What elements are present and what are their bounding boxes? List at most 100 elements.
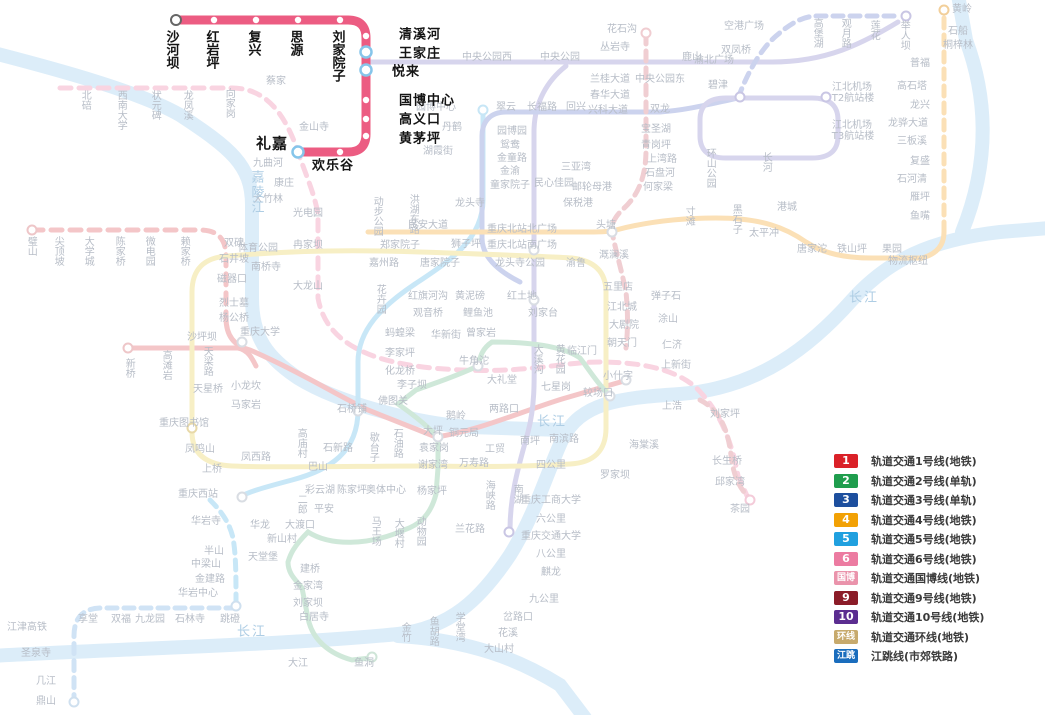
legend-badge: 10 xyxy=(834,610,858,624)
faded-interchange-marker xyxy=(26,224,38,236)
faded-station-label: 尖顶坡 xyxy=(52,236,64,266)
faded-interchange-marker xyxy=(820,91,832,103)
faded-interchange-markers xyxy=(26,4,950,708)
legend-row-江跳: 江跳江跳线(市郊铁路) xyxy=(834,649,984,663)
legend-label: 轨道交通6号线(地铁) xyxy=(871,552,977,566)
highlight-station-label[interactable]: 国博中心 xyxy=(399,93,456,109)
legend-badge: 环线 xyxy=(834,629,858,644)
faded-station-label: 璧山 xyxy=(25,236,37,256)
faded-station-label: 铁山坪 xyxy=(837,243,867,255)
legend-label: 轨道交通5号线(地铁) xyxy=(871,533,977,546)
highlight-interchange-marker[interactable] xyxy=(291,145,305,159)
highlight-terminus-marker[interactable] xyxy=(170,14,182,26)
highlight-station-label[interactable]: 复兴 xyxy=(245,30,261,56)
highlight-station-dot[interactable] xyxy=(362,132,370,140)
faded-station-label: 重庆北站北广场 xyxy=(487,223,557,235)
faded-lines-layer xyxy=(29,9,947,701)
highlight-station-dot[interactable] xyxy=(336,16,344,24)
faded-station-label: 享堂 xyxy=(78,613,98,625)
faded-station-label: 金竹 xyxy=(399,622,411,642)
ring-line-faded xyxy=(189,248,609,470)
highlight-station-label[interactable]: 悦来 xyxy=(392,64,421,80)
faded-station-label: 大山村 xyxy=(484,643,514,655)
highlight-line-path[interactable] xyxy=(176,15,371,157)
faded-station-label: 六公里 xyxy=(536,513,566,525)
legend-badge: 2 xyxy=(834,473,858,488)
faded-station-label: 新桥 xyxy=(123,358,135,378)
highlight-station-label[interactable]: 沙河坝 xyxy=(163,30,179,69)
faded-interchange-marker xyxy=(230,600,242,612)
highlight-station-label[interactable]: 清溪河 xyxy=(399,27,442,43)
faded-station-label: 邱家湾 xyxy=(715,476,745,488)
faded-station-label: 民心佳园 xyxy=(534,177,574,189)
yangtze-river-north xyxy=(951,0,990,239)
faded-station-label: 碧津 xyxy=(708,79,728,91)
faded-station-label: 翠云 xyxy=(496,101,516,113)
highlight-station-label[interactable]: 高义口 xyxy=(399,112,442,128)
faded-station-label: 寸滩 xyxy=(683,206,695,226)
river-label: 嘉陵江 xyxy=(248,170,264,215)
highlight-station-label[interactable]: 刘家院子 xyxy=(329,30,345,82)
faded-station-label: 烈士墓 xyxy=(219,297,249,309)
highlight-station-label[interactable]: 礼嘉 xyxy=(255,134,288,153)
highlight-station-dot[interactable] xyxy=(294,16,302,24)
faded-station-label: 渝北广场 xyxy=(694,54,734,66)
faded-station-label: 中央公园 xyxy=(540,51,580,63)
highlight-station-dot[interactable] xyxy=(362,96,370,104)
faded-station-label: 马家岩 xyxy=(231,399,261,411)
faded-station-label: 牛角沱 xyxy=(459,355,489,367)
faded-station-label: 何家梁 xyxy=(643,181,673,193)
faded-station-label: 鹅岭 xyxy=(446,410,466,422)
faded-station-label: 海峡路 xyxy=(483,480,495,510)
faded-station-label: 南坪 xyxy=(520,435,540,447)
faded-station-label: 金山寺 xyxy=(299,121,329,133)
legend-label: 轨道交通3号线(单轨) xyxy=(871,494,977,507)
faded-station-label: 歇台子 xyxy=(367,432,379,462)
faded-station-label: 罗家坝 xyxy=(600,469,630,481)
legend-row-国博: 国博轨道交通国博线(地铁) xyxy=(834,571,984,585)
faded-station-label: 江北机场 xyxy=(832,81,872,93)
legend-label: 轨道交通10号线(地铁) xyxy=(871,611,985,624)
highlight-station-dot[interactable] xyxy=(336,148,344,156)
faded-station-label: 莲花 xyxy=(868,20,880,40)
faded-station-label: 长生桥 xyxy=(712,455,742,467)
faded-station-label: 民安大道 xyxy=(408,219,448,231)
faded-interchange-marker xyxy=(938,4,950,16)
highlight-station-label[interactable]: 王家庄 xyxy=(399,46,442,62)
faded-station-label: 桐梓林 xyxy=(943,39,973,51)
legend-badge: 江跳 xyxy=(834,649,858,663)
highlight-station-label[interactable]: 红岩坪 xyxy=(203,30,219,69)
faded-station-label: 万寿路 xyxy=(459,457,489,469)
faded-station-label: 四公里 xyxy=(536,459,566,471)
faded-interchange-marker xyxy=(734,91,746,103)
faded-station-label: 观月路 xyxy=(839,18,851,48)
highlight-station-label[interactable]: 欢乐谷 xyxy=(312,158,355,174)
highlight-station-dot[interactable] xyxy=(362,32,370,40)
highlight-station-markers[interactable] xyxy=(170,14,373,159)
faded-station-label: 学堂湾 xyxy=(453,612,465,642)
faded-station-label: 鲤鱼池 xyxy=(463,307,493,319)
faded-station-label: 三亚湾 xyxy=(561,161,591,173)
faded-station-label: 蔡家 xyxy=(266,75,286,87)
faded-station-label: 三板溪 xyxy=(897,135,927,147)
legend-badge: 国博 xyxy=(834,571,858,585)
legend-label: 轨道交通环线(地铁) xyxy=(871,630,970,644)
legend-label: 轨道交通2号线(单轨) xyxy=(871,474,977,488)
highlight-station-dot[interactable] xyxy=(362,115,370,123)
highlight-interchange-marker[interactable] xyxy=(359,45,373,59)
faded-station-label: 向家岗 xyxy=(223,88,235,118)
highlight-station-label[interactable]: 思源 xyxy=(287,30,303,56)
faded-station-label: 天堂堡 xyxy=(248,551,278,563)
legend-badge: 9 xyxy=(834,590,858,605)
faded-station-label: 黄岭 xyxy=(952,3,972,15)
highlight-station-dot[interactable] xyxy=(252,16,260,24)
highlight-station-label[interactable]: 黄茅坪 xyxy=(399,131,442,147)
faded-station-label: 港城 xyxy=(777,201,797,213)
highlight-station-dot[interactable] xyxy=(210,16,218,24)
ring-west-spur-faded xyxy=(125,345,259,369)
faded-station-label: 举人坝 xyxy=(898,20,910,50)
faded-station-label: 重庆工商大学 xyxy=(521,494,581,506)
highlight-interchange-marker[interactable] xyxy=(359,63,373,77)
faded-station-label: 花溪 xyxy=(498,627,518,639)
